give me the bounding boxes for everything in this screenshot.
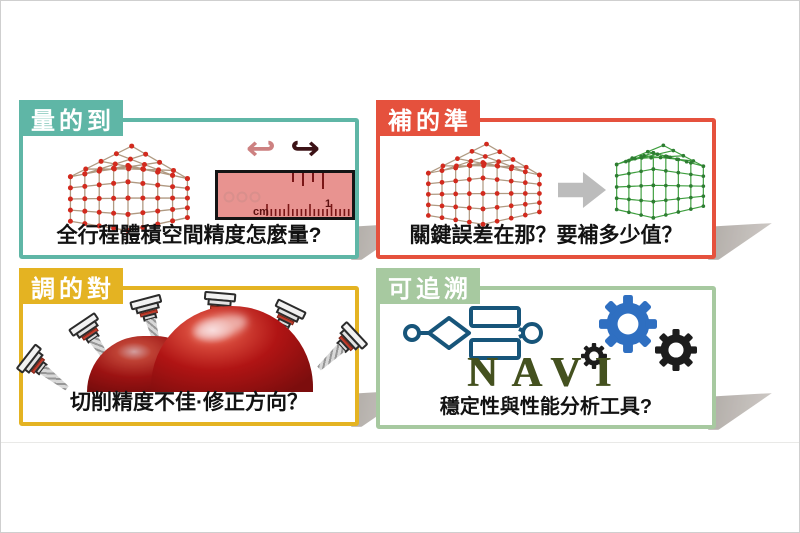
box-shadow-wedge <box>708 223 772 260</box>
box-shadow-wedge <box>708 393 772 430</box>
panel-trace: NAVI 穩定性與性能分析工具? <box>376 286 716 429</box>
caption-measure: 全行程體積空間精度怎麼量? <box>56 224 322 247</box>
panel-compensate: 關鍵誤差在那？要補多少值？ <box>376 118 716 259</box>
ruler-ticks <box>266 173 350 216</box>
panel-tune: 切削精度不佳·修正方向？ <box>15 286 369 426</box>
curl-arrows: ↩ ↪ <box>223 128 343 168</box>
navi-wordmark: NAVI <box>467 350 625 396</box>
flowchart-icon <box>403 306 543 360</box>
ruler-cm-label: cm <box>253 206 269 218</box>
picture-bottom-edge <box>1 442 799 443</box>
tag-measure: 量的到 <box>19 100 123 136</box>
gears-icon <box>581 295 697 371</box>
caption-trace: 穩定性與性能分析工具? <box>439 396 653 418</box>
red-wireframe-cube-graphic <box>67 143 190 234</box>
red-wireframe-cube-graphic <box>425 141 542 227</box>
curl-left-arrow-icon: ↩ <box>245 129 276 166</box>
curl-right-arrow-icon: ↪ <box>290 129 321 166</box>
ruler-graphic: cm 1 <box>215 170 355 220</box>
tag-tune: 調的對 <box>19 268 123 304</box>
ruler-1-label: 1 <box>325 198 331 210</box>
tag-trace: 可追溯 <box>376 268 480 304</box>
milling-tool-icon <box>305 320 369 383</box>
panel-measure: ↩ ↪ cm 1 全行程體積空間精度怎麼量? <box>19 118 359 259</box>
caption-tune: 切削精度不佳·修正方向？ <box>70 391 308 414</box>
green-wireframe-cube-graphic <box>614 143 706 220</box>
right-arrow-icon <box>558 172 606 208</box>
caption-compensate: 關鍵誤差在那？要補多少值？ <box>409 224 683 247</box>
tag-compensate: 補的準 <box>376 100 480 136</box>
